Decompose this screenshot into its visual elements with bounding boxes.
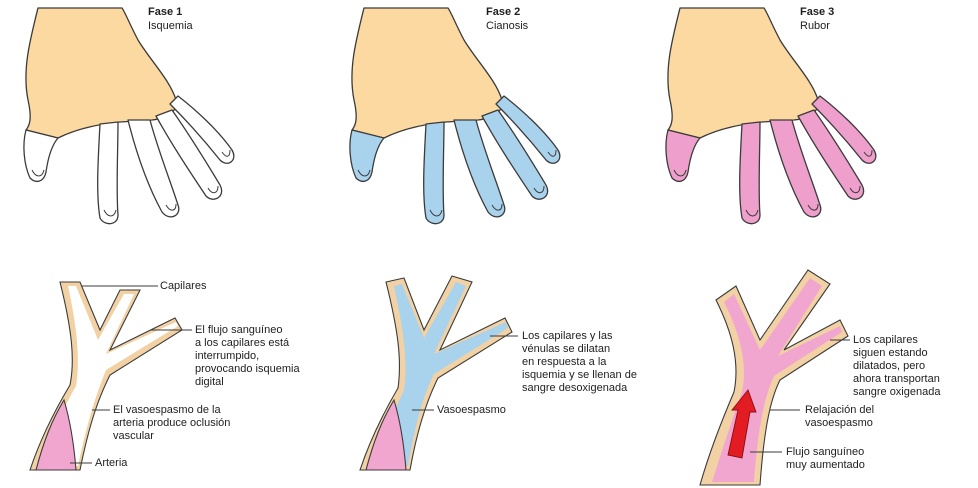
hand-phase-2	[350, 8, 560, 224]
phase-1-title: Fase 1	[148, 6, 182, 19]
label-line: sangre desoxigenada	[522, 382, 627, 395]
label-line: Relajación del	[805, 404, 874, 417]
label-capilares: Capilares	[160, 280, 206, 293]
label-line: vénulas se dilatan	[522, 343, 610, 356]
label-line: ahora transportan	[853, 373, 940, 386]
label-line: vasoespasmo	[805, 417, 873, 430]
phase-2-name: Cianosis	[486, 20, 528, 33]
label-line: sangre oxigenada	[853, 386, 940, 399]
label-line: El vasoespasmo de la	[113, 404, 221, 417]
label-line: Los capilares y las	[522, 330, 613, 343]
phase-3-title: Fase 3	[800, 6, 834, 19]
vessel-phase-1	[30, 282, 192, 470]
label-line: Flujo sanguíneo	[786, 446, 864, 459]
hand-phase-3	[666, 8, 876, 224]
phase-2-title: Fase 2	[486, 6, 520, 19]
label-line: muy aumentado	[786, 459, 865, 472]
label-line: digital	[195, 376, 224, 389]
label-line: El flujo sanguíneo	[195, 324, 282, 337]
label-line: siguen estando	[853, 347, 928, 360]
label-vasoespasmo: Vasoespasmo	[437, 404, 506, 417]
phase-3-name: Rubor	[800, 20, 830, 33]
label-line: a los capilares está	[195, 337, 289, 350]
label-line: Los capilares	[853, 334, 918, 347]
vessel-phase-2	[360, 276, 518, 470]
label-line: vascular	[113, 430, 154, 443]
hand-phase-1	[24, 8, 234, 224]
label-line: isquemia y se llenan de	[522, 369, 637, 382]
label-arteria: Arteria	[95, 457, 127, 470]
label-line: interrumpido,	[195, 350, 259, 363]
label-line: en respuesta a la	[522, 356, 606, 369]
phase-1-name: Isquemia	[148, 20, 193, 33]
label-line: provocando isquemia	[195, 363, 300, 376]
label-line: dilatados, pero	[853, 360, 925, 373]
label-line: arteria produce oclusión	[113, 417, 230, 430]
